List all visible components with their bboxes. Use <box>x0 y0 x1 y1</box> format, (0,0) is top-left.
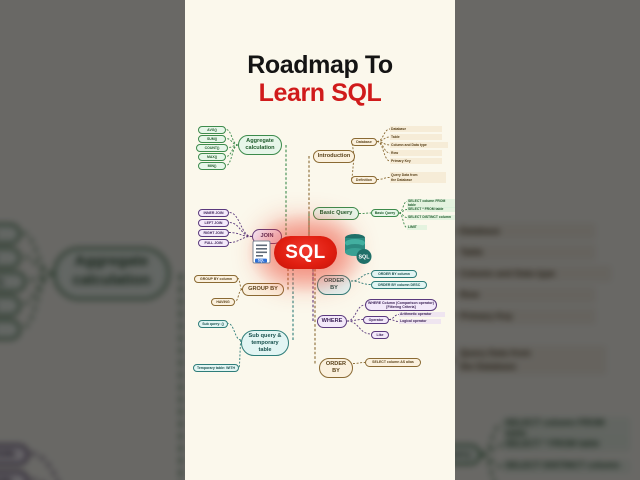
item-basic-query-0-0: SELECT column FROM table <box>407 199 455 208</box>
leaf-sub-query-1[interactable]: Temporary table: WITH <box>193 364 239 373</box>
leaf-where-0[interactable]: WHERE Column (Comparison operator) [Filt… <box>365 299 437 312</box>
hub-order-by[interactable]: ORDER BY <box>317 275 351 295</box>
sublabel-where-0[interactable]: Operator <box>363 316 389 325</box>
leaf-aggregate-2[interactable]: COUNT() <box>196 144 228 153</box>
bg-leaf-aggregate-0: AVG() <box>0 223 22 245</box>
bg-item-introduction-0-1: Table <box>457 244 596 261</box>
bg-item-introduction-0-2: Column and Data type <box>457 265 612 282</box>
item-basic-query-0-2: SELECT DISTINCT column <box>407 215 455 220</box>
leaf-sub-query-0[interactable]: Sub query: () <box>198 320 228 329</box>
branch-alias: ORDER BY SELECT column AS alias <box>185 0 455 480</box>
page-title: Roadmap To Learn SQL <box>185 52 455 109</box>
hub-basic-query[interactable]: Basic Query <box>313 207 359 220</box>
bg-hub-aggregate: Aggregate calculation <box>52 247 171 301</box>
hub-introduction[interactable]: Introduction <box>313 150 355 163</box>
item-where-0-0: Arithmetic operator <box>399 312 445 317</box>
database-icon: SQL <box>345 234 372 264</box>
svg-text:SQL: SQL <box>358 255 370 261</box>
bg-item-basic-query-0-0: SELECT column FROM table <box>502 417 631 440</box>
bg-leaf-aggregate-3: MAX() <box>0 294 22 317</box>
bg-leaf-join-0: INNER JOIN <box>0 443 30 466</box>
bg-leaf-aggregate-4: MIN() <box>0 318 22 341</box>
leaf-join-2[interactable]: RIGHT JOIN <box>198 229 229 238</box>
hub-sub-query[interactable]: Sub query & temporary table <box>241 330 289 357</box>
hub-group-by[interactable]: GROUP BY <box>242 283 284 296</box>
bg-item-introduction-0-3: Row <box>457 287 596 303</box>
branch-sub-query: Sub query & temporary table Sub query: ()… <box>185 0 455 480</box>
branch-aggregate: Aggregate calculation AVG()SUM()COUNT()MA… <box>185 0 455 480</box>
leaf-alias-0[interactable]: SELECT column AS alias <box>365 358 421 367</box>
hub-where[interactable]: WHERE <box>317 315 347 328</box>
branch-where: WHERE WHERE Column (Comparison operator) … <box>185 0 455 480</box>
item-introduction-0-0: Database <box>390 126 442 132</box>
bg-item-basic-query-0-2: SELECT DISTINCT column <box>502 459 631 474</box>
leaf-order-by-0[interactable]: ORDER BY column <box>371 270 417 279</box>
item-introduction-0-2: Column and Data type <box>390 142 448 148</box>
item-basic-query-0-3: LIMIT <box>407 225 427 230</box>
sublabel-basic-query-0[interactable]: Basic Query <box>371 209 399 218</box>
sublabel-introduction-0[interactable]: Database <box>351 138 377 147</box>
bg-leaf-join-1: LEFT JOIN <box>0 470 30 480</box>
bg-item-introduction-1-0: Query Data from the Database <box>457 345 607 375</box>
leaf-aggregate-4[interactable]: MIN() <box>198 162 226 171</box>
leaf-aggregate-0[interactable]: AVG() <box>198 126 226 135</box>
center-sql-badge: SQL <box>274 236 337 269</box>
item-introduction-1-0: Query Data from the Database <box>390 172 446 183</box>
svg-text:SQL: SQL <box>258 259 265 263</box>
leaf-order-by-1[interactable]: ORDER BY column DESC <box>371 281 427 290</box>
leaf-aggregate-3[interactable]: MAX() <box>198 153 226 162</box>
item-basic-query-0-1: SELECT * FROM table <box>407 207 455 212</box>
bg-item-basic-query-0-1: SELECT * FROM table <box>502 438 631 452</box>
leaf-aggregate-1[interactable]: SUM() <box>198 135 226 144</box>
item-introduction-0-1: Table <box>390 134 442 140</box>
sublabel-introduction-1[interactable]: Definition <box>351 176 377 185</box>
leaf-join-0[interactable]: INNER JOIN <box>198 209 229 218</box>
leaf-where-1[interactable]: Like <box>371 331 389 340</box>
bg-leaf-aggregate-1: SUM() <box>0 247 22 269</box>
leaf-join-1[interactable]: LEFT JOIN <box>198 219 229 228</box>
item-where-0-1: Logical operator <box>399 319 441 324</box>
title-line-1: Roadmap To <box>247 51 393 79</box>
leaf-group-by-0[interactable]: GROUP BY column <box>194 275 238 284</box>
hub-aggregate[interactable]: Aggregate calculation <box>238 135 282 155</box>
bg-item-introduction-0-4: Primary Key <box>457 308 596 325</box>
document-icon: SQL <box>252 240 271 264</box>
center-panel: Roadmap To Learn SQL Aggregate calculati… <box>185 0 455 480</box>
leaf-join-3[interactable]: FULL JOIN <box>198 239 229 248</box>
hub-alias[interactable]: ORDER BY <box>319 358 353 378</box>
item-introduction-0-3: Row <box>390 150 442 156</box>
item-introduction-0-4: Primary Key <box>390 158 442 164</box>
title-line-2: Learn SQL <box>258 79 382 107</box>
leaf-group-by-1[interactable]: HAVING <box>211 298 235 307</box>
bg-leaf-aggregate-2: COUNT() <box>0 271 27 293</box>
branch-basic-query: Basic Query Basic Query SELECT column FROM… <box>185 0 455 480</box>
bg-item-introduction-0-0: Database <box>457 223 596 240</box>
